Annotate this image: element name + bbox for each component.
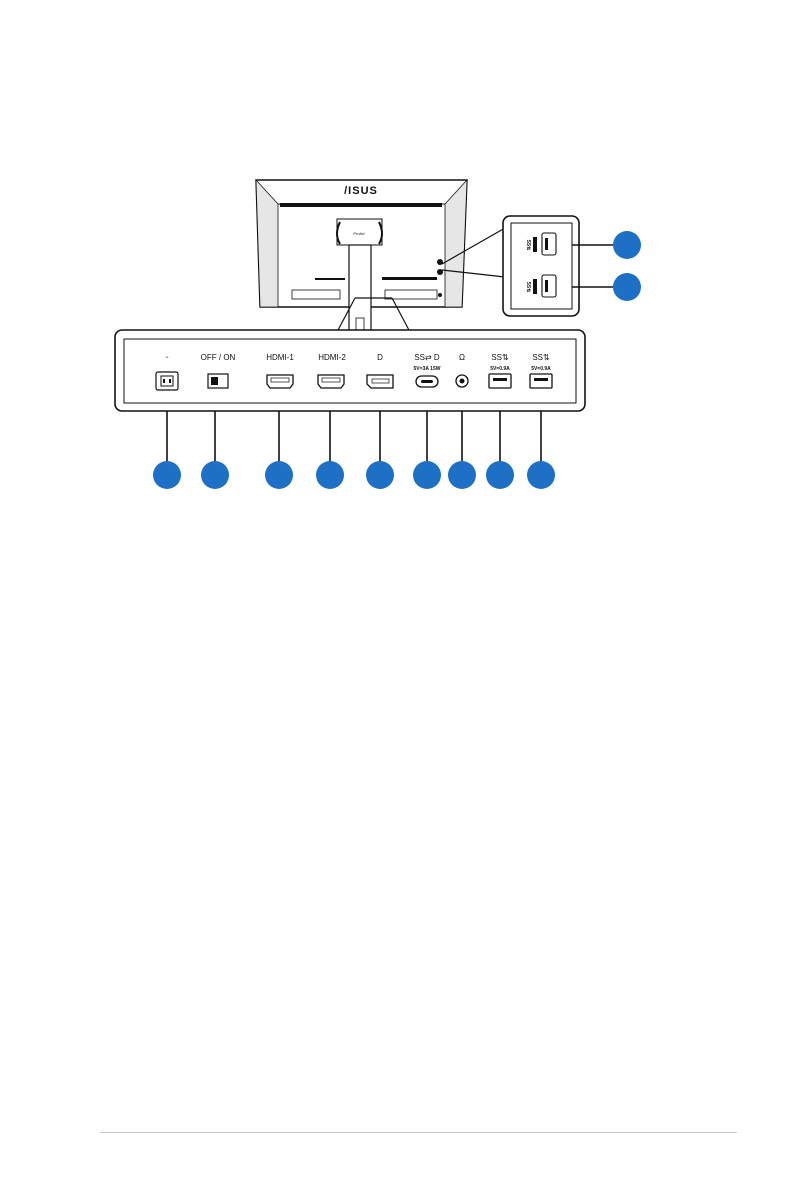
- brand-logo: /ISUS: [344, 185, 378, 197]
- side-port-zoom: SS⇅ SS⇅: [442, 216, 641, 316]
- callout-2: [201, 461, 229, 489]
- earphone-jack: [456, 375, 468, 387]
- hdmi-2-port: [318, 375, 344, 388]
- usbc-symbol: SS⇄ D: [414, 353, 440, 362]
- stand-brand-label: ProArt: [353, 231, 365, 236]
- usb-a-port-1: [489, 374, 511, 388]
- callout-4: [316, 461, 344, 489]
- usba2-symbol: SS⇅: [532, 353, 550, 362]
- callout-8: [486, 461, 514, 489]
- callout-6: [413, 461, 441, 489]
- svg-text:SS⇅: SS⇅: [525, 240, 532, 252]
- side-callout-1: [613, 231, 641, 259]
- usba1-symbol: SS⇅: [491, 353, 509, 362]
- callout-9: [527, 461, 555, 489]
- callout-7: [448, 461, 476, 489]
- ac-in-port: [156, 372, 178, 390]
- usb-c-port: [416, 376, 438, 387]
- callout-3: [265, 461, 293, 489]
- monitor-back: /ISUS ProArt: [256, 180, 467, 333]
- ac-in-symbol: ~: [166, 355, 169, 361]
- port-sublabel-usb-a-2: 5V=0.9A: [531, 366, 551, 372]
- port-label-hdmi-1: HDMI-1: [266, 353, 294, 362]
- usb-a-port-2: [530, 374, 552, 388]
- port-sublabel-usb-c: 5V=3A 15W: [414, 366, 441, 372]
- port-label-power-switch: OFF / ON: [201, 353, 236, 362]
- callout-5: [366, 461, 394, 489]
- svg-text:SS⇅: SS⇅: [525, 282, 532, 294]
- displayport-port: [367, 375, 393, 388]
- side-callout-2: [613, 273, 641, 301]
- hdmi-1-port: [267, 375, 293, 388]
- power-switch: [208, 374, 228, 388]
- port-label-hdmi-2: HDMI-2: [318, 353, 346, 362]
- port-sublabel-usb-a-1: 5V=0.9A: [490, 366, 510, 372]
- footer-rule: [100, 1132, 737, 1133]
- dp-symbol: D: [377, 353, 383, 362]
- earphone-symbol: Ω: [459, 353, 465, 362]
- callout-1: [153, 461, 181, 489]
